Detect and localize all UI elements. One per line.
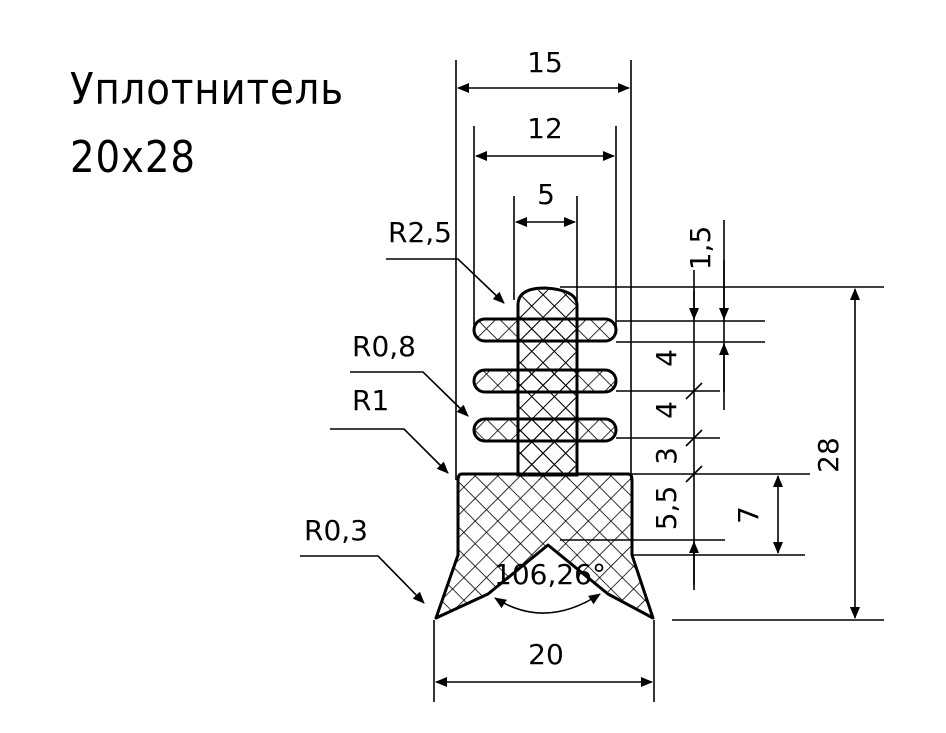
dim-height-total: 28 xyxy=(560,286,884,621)
leader-r0-3: R0,3 xyxy=(300,514,425,604)
radius-label-r0-8: R0,8 xyxy=(352,330,416,363)
dim-label-7: 7 xyxy=(732,506,765,524)
leader-r2-5: R2,5 xyxy=(386,216,505,304)
dim-width-inner: 12 xyxy=(473,112,617,330)
radius-label-r0-3: R0,3 xyxy=(304,514,368,547)
dim-angle: 106,26° xyxy=(494,558,606,614)
dim-stack-right: 1,5 4 4 3 5,5 7 xyxy=(560,220,810,590)
dim-label-3: 3 xyxy=(650,447,683,465)
title-line-2: 20x28 xyxy=(70,132,196,183)
dim-label-5: 5 xyxy=(537,178,555,211)
dim-label-20: 20 xyxy=(528,638,564,671)
dim-label-1-5: 1,5 xyxy=(684,226,717,271)
dim-label-28: 28 xyxy=(812,437,845,473)
dim-width-stem: 5 xyxy=(513,178,578,300)
dim-width-top: 15 xyxy=(455,46,632,480)
dim-label-angle: 106,26° xyxy=(494,558,606,591)
leader-r0-8: R0,8 xyxy=(350,330,469,417)
base xyxy=(434,472,655,620)
seal-profile xyxy=(434,286,655,620)
leader-r1: R1 xyxy=(330,384,449,474)
dim-label-12: 12 xyxy=(527,112,563,145)
radius-label-r2-5: R2,5 xyxy=(388,216,452,249)
title-line-1: Уплотнитель xyxy=(70,64,345,115)
dim-label-4a: 4 xyxy=(650,349,683,367)
dim-label-15: 15 xyxy=(527,46,563,79)
dim-label-5-5: 5,5 xyxy=(650,486,683,531)
dim-width-base: 20 xyxy=(433,620,655,702)
radius-label-r1: R1 xyxy=(352,384,389,417)
dim-label-4b: 4 xyxy=(650,401,683,419)
